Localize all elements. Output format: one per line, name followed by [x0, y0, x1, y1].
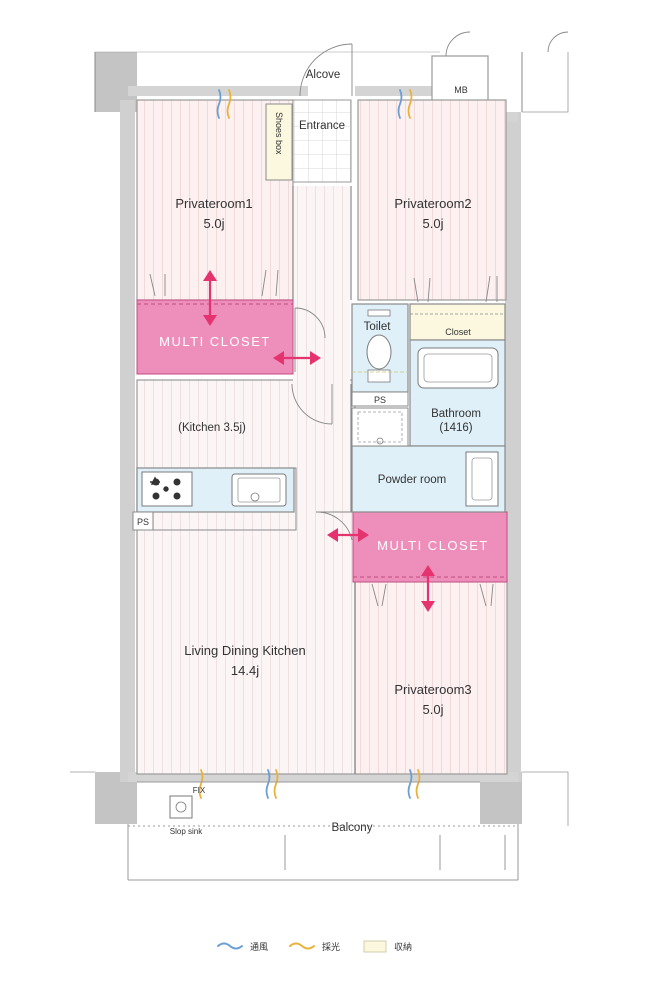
access-arrows [203, 270, 435, 612]
legend: 通風 採光 収納 [217, 940, 412, 953]
washing-area [351, 407, 409, 447]
multi-closet-left-label: MULTI CLOSET [159, 334, 271, 349]
legend-ventilation-label: 通風 [250, 942, 268, 952]
kitchen-label: (Kitchen 3.5j) [178, 422, 246, 434]
ps-shaft [351, 391, 409, 407]
privateroom1-label: Privateroom1 [175, 196, 252, 211]
closet-small [409, 303, 506, 341]
mb-label: MB [454, 85, 468, 95]
multi-closet-right-label: MULTI CLOSET [377, 538, 489, 553]
alcove-label: Alcove [306, 69, 341, 81]
door-swings [149, 31, 569, 607]
entrance-label: Entrance [299, 120, 345, 132]
balcony-label: Balcony [332, 822, 373, 834]
partitions [292, 186, 356, 774]
legend-storage-swatch [363, 940, 387, 953]
privateroom3-label: Privateroom3 [394, 682, 471, 697]
outer-walls [70, 51, 569, 826]
shoes-box [265, 103, 293, 181]
bathtub [417, 347, 499, 389]
slop-sink-label: Slop sink [170, 827, 203, 836]
privateroom2-size: 5.0j [423, 216, 444, 231]
privateroom3-size: 5.0j [423, 702, 444, 717]
ps-label-kitchen: PS [137, 517, 149, 527]
ldk-label: Living Dining Kitchen [184, 643, 305, 658]
slop-sink [169, 795, 193, 819]
toilet-fixture [366, 334, 392, 370]
stove [141, 471, 193, 507]
window-marks [198, 89, 421, 799]
ps-label-hall: PS [374, 395, 386, 405]
kitchen-sink [231, 473, 287, 507]
multi-closet-left [136, 299, 294, 375]
stove-burners [150, 476, 181, 500]
toilet-label: Toilet [364, 321, 392, 333]
legend-storage-label: 収納 [394, 941, 412, 952]
privateroom2-label: Privateroom2 [394, 196, 471, 211]
fix-label: FIX [193, 786, 206, 795]
washbasin [465, 451, 499, 507]
hallway-floor [293, 186, 350, 384]
legend-light-icon [289, 942, 315, 950]
entrance-tiles [292, 99, 352, 183]
privateroom1-size: 5.0j [204, 216, 225, 231]
bathroom-size: (1416) [439, 422, 472, 434]
legend-ventilation-icon [217, 942, 243, 950]
ldk-size: 14.4j [231, 663, 259, 678]
legend-light-label: 採光 [322, 941, 340, 952]
privateroom2-floor [357, 99, 507, 301]
bathroom-label: Bathroom [431, 408, 481, 420]
privateroom3-floor [354, 579, 508, 775]
closet-label: Closet [445, 327, 471, 337]
shoes-box-label: Shoes box [274, 112, 284, 155]
ldk-floor [136, 379, 356, 775]
balcony-outline [127, 781, 519, 881]
powder-room-label: Powder room [378, 474, 446, 486]
